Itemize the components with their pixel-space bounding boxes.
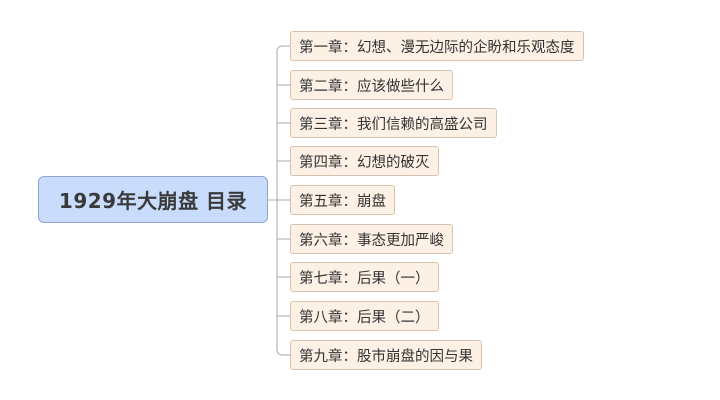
topic-label: 第二章：应该做些什么 [299, 78, 444, 95]
topic-label: 第五章：崩盘 [299, 193, 386, 210]
chapter-4-topic[interactable]: 第四章：幻想的破灭 [290, 146, 439, 176]
chapter-2-topic[interactable]: 第二章：应该做些什么 [290, 70, 453, 100]
topic-label: 第七章：后果（一） [299, 270, 430, 287]
chapter-8-topic[interactable]: 第八章：后果（二） [290, 301, 439, 331]
root-topic[interactable]: 1929年大崩盘 目录 [38, 176, 268, 223]
chapter-5-topic[interactable]: 第五章：崩盘 [290, 185, 395, 215]
topic-label: 第一章：幻想、漫无边际的企盼和乐观态度 [299, 39, 575, 56]
topic-label: 第八章：后果（二） [299, 309, 430, 326]
chapter-7-topic[interactable]: 第七章：后果（一） [290, 262, 439, 292]
chapter-3-topic[interactable]: 第三章：我们信赖的高盛公司 [290, 108, 497, 138]
chapter-9-topic[interactable]: 第九章：股市崩盘的因与果 [290, 340, 482, 370]
root-topic-label: 1929年大崩盘 目录 [58, 189, 248, 213]
chapter-6-topic[interactable]: 第六章：事态更加严峻 [290, 224, 453, 254]
topic-label: 第九章：股市崩盘的因与果 [299, 348, 473, 365]
chapter-1-topic[interactable]: 第一章：幻想、漫无边际的企盼和乐观态度 [290, 31, 584, 61]
topic-label: 第六章：事态更加严峻 [299, 232, 444, 249]
topic-label: 第三章：我们信赖的高盛公司 [299, 116, 488, 133]
topic-label: 第四章：幻想的破灭 [299, 154, 430, 171]
